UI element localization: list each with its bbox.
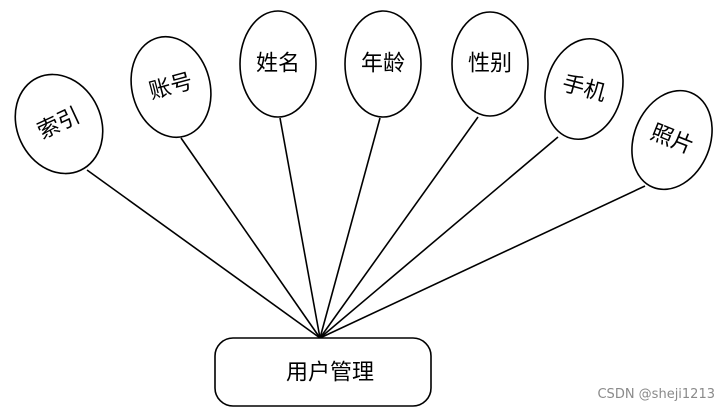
connector-line <box>319 116 479 339</box>
entity-user-management: 用户管理 <box>214 337 432 407</box>
attribute-label: 性别 <box>468 52 512 77</box>
attribute-account: 账号 <box>130 35 212 139</box>
entity-box <box>214 337 432 407</box>
attribute-ellipse <box>451 11 529 117</box>
entity-label: 用户管理 <box>286 361 374 386</box>
attribute-index: 索引 <box>14 73 104 175</box>
connector-line <box>279 117 321 339</box>
connector-line <box>319 136 559 339</box>
connector-lines <box>86 116 646 339</box>
attribute-ellipse <box>14 73 104 175</box>
connector-line <box>319 185 646 339</box>
attribute-ellipse <box>239 10 317 118</box>
connector-line <box>180 137 321 339</box>
connector-line <box>86 169 321 339</box>
watermark-text: CSDN @sheji1213 <box>597 387 715 402</box>
attribute-ellipse <box>631 89 713 191</box>
attribute-ellipse <box>130 35 212 139</box>
attribute-ellipse <box>544 37 624 141</box>
attribute-ellipse <box>344 10 422 118</box>
connector-line <box>319 117 381 339</box>
attribute-label: 年龄 <box>361 52 405 77</box>
attribute-phone: 手机 <box>544 37 624 141</box>
attribute-name: 姓名 <box>239 10 317 118</box>
attribute-label: 姓名 <box>256 52 300 77</box>
attribute-age: 年龄 <box>344 10 422 118</box>
attribute-gender: 性别 <box>451 11 529 117</box>
attribute-photo: 照片 <box>631 89 713 191</box>
